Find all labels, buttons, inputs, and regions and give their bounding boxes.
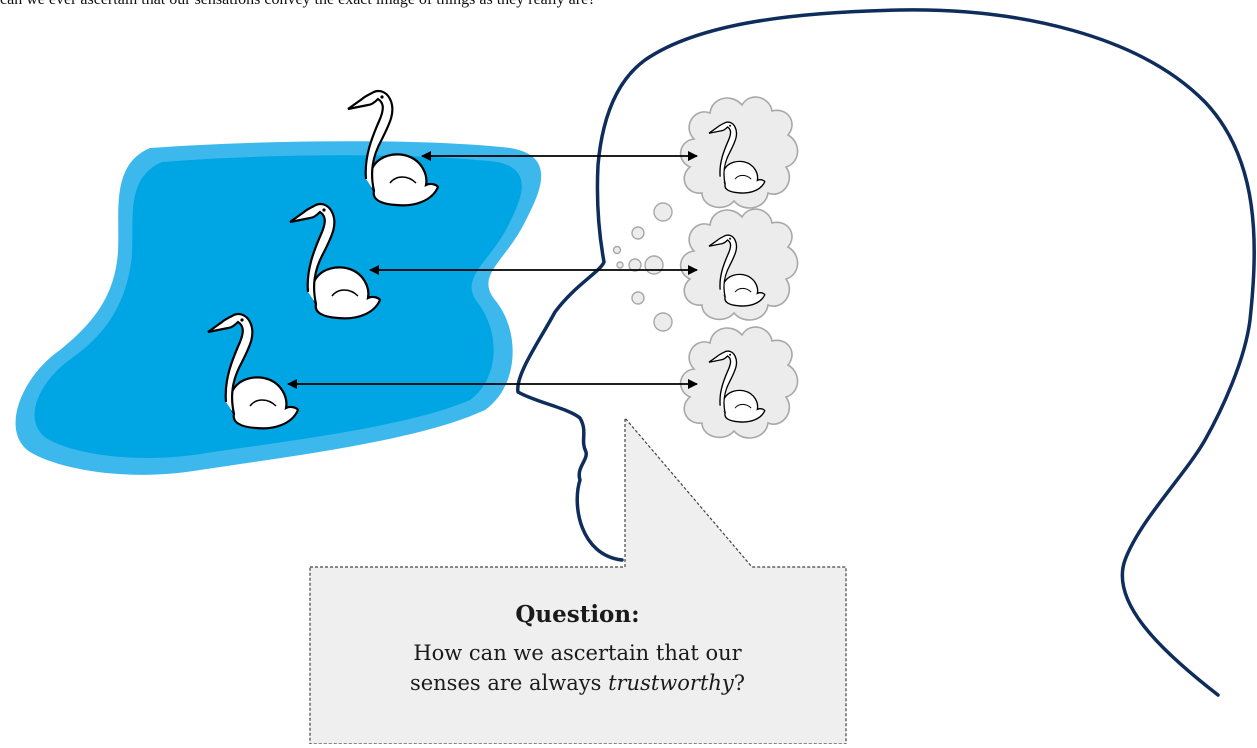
- caption-text: can we ever ascertain that our sensation…: [0, 0, 1257, 10]
- question-line-2: senses are always trustworthy?: [310, 668, 845, 698]
- question-title: Question:: [515, 601, 640, 628]
- head-outline: [516, 8, 1256, 697]
- question-line-1: How can we ascertain that our: [413, 641, 742, 665]
- question-body: How can we ascertain that our senses are…: [310, 638, 845, 698]
- question-line-2-start: senses are always: [409, 671, 609, 695]
- thought-bubble-icon: [612, 202, 673, 332]
- callout-text: Question: How can we ascertain that our …: [310, 600, 845, 698]
- question-line-2-end: ?: [733, 671, 746, 695]
- question-emphasis: trustworthy: [608, 671, 734, 695]
